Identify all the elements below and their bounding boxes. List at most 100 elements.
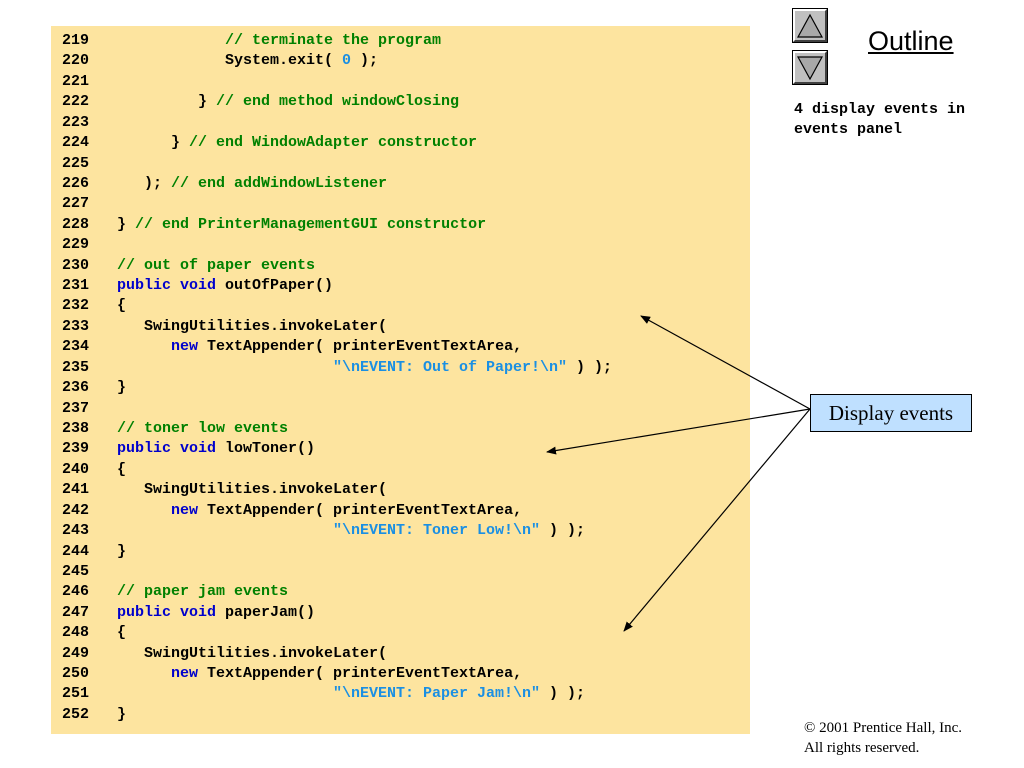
code-text: {: [117, 623, 126, 643]
line-number: 227: [62, 195, 90, 213]
code-text: } // end method windowClosing: [198, 92, 459, 112]
line-number: 235: [62, 358, 90, 376]
outline-link[interactable]: Outline: [868, 26, 954, 56]
code-token-plain: {: [117, 624, 127, 642]
code-text: System.exit( 0 );: [225, 51, 378, 71]
code-token-string: "\nEVENT: Paper Jam!\n": [333, 685, 541, 703]
code-text: // out of paper events: [117, 256, 315, 276]
line-number: 225: [62, 154, 90, 172]
code-token-keyword: public void: [117, 603, 217, 621]
code-text: new TextAppender( printerEventTextArea,: [171, 664, 522, 684]
code-text: {: [117, 296, 126, 316]
code-text: "\nEVENT: Toner Low!\n" ) );: [333, 521, 585, 541]
code-token-plain: ) );: [567, 358, 613, 376]
code-token-comment: // end WindowAdapter constructor: [189, 134, 478, 152]
code-token-plain: {: [117, 460, 127, 478]
code-token-plain: SwingUtilities.invokeLater(: [144, 317, 388, 335]
code-text: // terminate the program: [225, 31, 441, 51]
triangle-up-icon: [796, 13, 824, 38]
code-token-plain: TextAppender( printerEventTextArea,: [198, 338, 523, 356]
line-number: 233: [62, 317, 90, 335]
line-number: 224: [62, 134, 90, 152]
line-number: 226: [62, 174, 90, 192]
copyright-notice: © 2001 Prentice Hall, Inc. All rights re…: [804, 718, 962, 758]
line-number: 237: [62, 399, 90, 417]
code-text: }: [117, 378, 126, 398]
code-text: SwingUtilities.invokeLater(: [144, 480, 387, 500]
line-number: 221: [62, 72, 90, 90]
code-token-string: "\nEVENT: Out of Paper!\n": [333, 358, 568, 376]
line-number: 240: [62, 460, 90, 478]
line-number: 223: [62, 113, 90, 131]
code-text: }: [117, 705, 126, 725]
line-number: 219: [62, 32, 90, 49]
code-token-plain: }: [117, 705, 127, 723]
code-token-comment: // end method windowClosing: [216, 93, 460, 111]
line-number: 243: [62, 522, 90, 540]
code-token-comment: // end addWindowListener: [171, 174, 388, 192]
code-token-plain: SwingUtilities.invokeLater(: [144, 644, 388, 662]
code-text: // toner low events: [117, 419, 288, 439]
code-token-comment: // end PrinterManagementGUI constructor: [135, 215, 487, 233]
code-text: // paper jam events: [117, 582, 288, 602]
code-token-plain: );: [351, 52, 379, 70]
arrow-to-paper-jam: [623, 408, 811, 632]
code-token-plain: outOfPaper(): [216, 277, 334, 295]
code-token-keyword: new: [171, 501, 199, 519]
code-text: } // end PrinterManagementGUI constructo…: [117, 215, 486, 235]
triangle-down-icon: [796, 56, 824, 81]
line-number: 252: [62, 705, 90, 723]
code-token-comment: // terminate the program: [225, 32, 442, 49]
code-token-keyword: new: [171, 338, 199, 356]
code-text: public void lowToner(): [117, 439, 315, 459]
code-text: SwingUtilities.invokeLater(: [144, 644, 387, 664]
display-events-callout: Display events: [810, 394, 972, 432]
code-token-string: 0: [342, 52, 352, 70]
line-number: 249: [62, 644, 90, 662]
code-token-plain: System.exit(: [225, 52, 343, 70]
code-text: }: [117, 542, 126, 562]
code-token-plain: {: [117, 297, 127, 315]
copyright-line: © 2001 Prentice Hall, Inc.: [804, 720, 963, 736]
line-number: 241: [62, 481, 90, 499]
line-number: 246: [62, 583, 90, 601]
line-number: 228: [62, 215, 90, 233]
next-slide-button[interactable]: [792, 50, 828, 85]
code-token-plain: ) );: [540, 685, 586, 703]
code-token-plain: }: [117, 542, 127, 560]
code-token-plain: paperJam(): [216, 603, 316, 621]
line-number: 247: [62, 603, 90, 621]
code-text: new TextAppender( printerEventTextArea,: [171, 501, 522, 521]
line-number: 229: [62, 236, 90, 254]
code-token-plain: }: [117, 379, 127, 397]
code-token-comment: // out of paper events: [117, 256, 316, 274]
arrow-to-out-of-paper: [640, 315, 811, 410]
code-token-comment: // toner low events: [117, 419, 289, 437]
code-token-plain: ) );: [540, 522, 586, 540]
code-text: "\nEVENT: Paper Jam!\n" ) );: [333, 684, 585, 704]
line-number: 250: [62, 665, 90, 683]
code-token-plain: lowToner(): [216, 440, 316, 458]
line-number: 242: [62, 501, 90, 519]
code-token-plain: }: [198, 93, 217, 111]
line-number: 220: [62, 52, 90, 70]
side-note: 4 display events in events panel: [794, 101, 966, 138]
code-token-plain: SwingUtilities.invokeLater(: [144, 481, 388, 499]
line-number: 239: [62, 440, 90, 458]
code-token-plain: TextAppender( printerEventTextArea,: [198, 665, 523, 683]
line-number: 251: [62, 685, 90, 703]
code-token-plain: );: [144, 174, 172, 192]
previous-slide-button[interactable]: [792, 8, 828, 43]
code-text: {: [117, 460, 126, 480]
code-token-keyword: new: [171, 665, 199, 683]
code-text: "\nEVENT: Out of Paper!\n" ) );: [333, 358, 612, 378]
line-number: 248: [62, 624, 90, 642]
code-text: ); // end addWindowListener: [144, 174, 387, 194]
code-token-plain: }: [117, 215, 136, 233]
line-number: 245: [62, 562, 90, 580]
code-text: SwingUtilities.invokeLater(: [144, 317, 387, 337]
line-number: 232: [62, 297, 90, 315]
code-listing: 219 // terminate the program 220 System.exi…: [51, 26, 750, 734]
line-number: 236: [62, 379, 90, 397]
